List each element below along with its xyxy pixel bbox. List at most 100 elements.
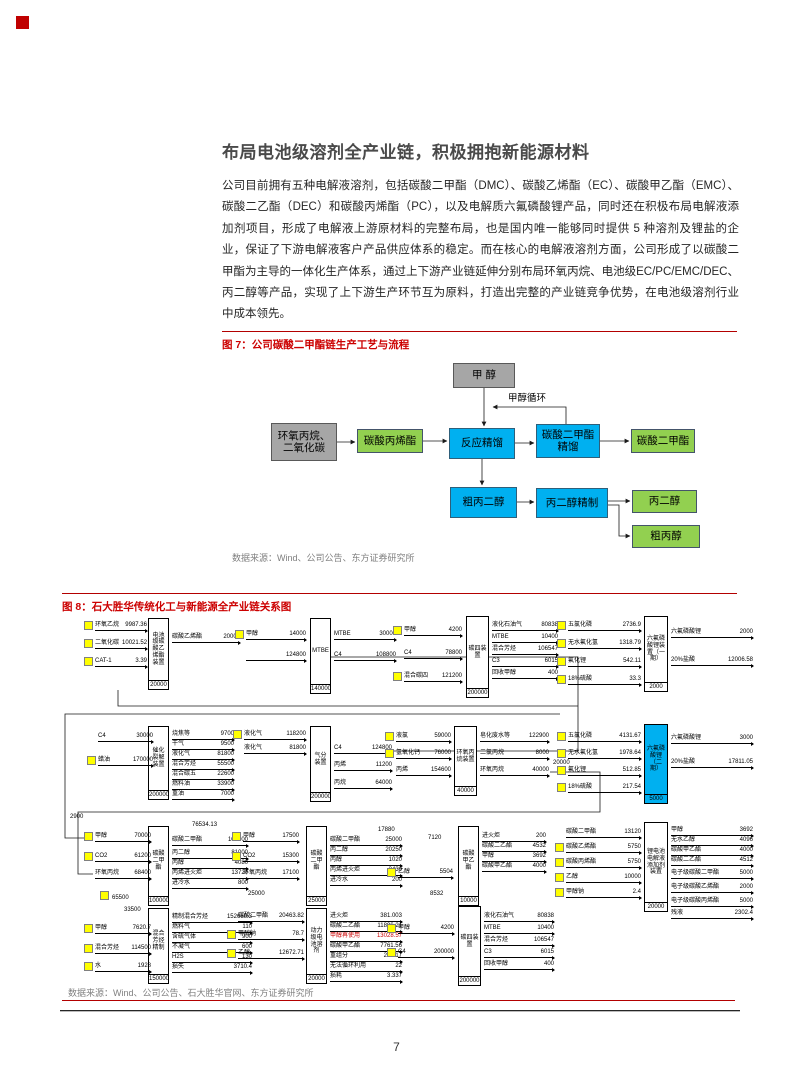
flow-label: C4	[98, 733, 106, 739]
figure8-misc-label-4: 17880	[378, 827, 395, 834]
flow-label: 碳酸乙烯酯	[172, 634, 203, 640]
figure8-unit-label: 碳酸甲乙酯	[462, 851, 475, 871]
flow-value: 200000	[433, 949, 454, 955]
flow-label: 混合碳五	[172, 771, 197, 777]
flow-value: 4000	[532, 863, 546, 869]
flow-value: 1928	[137, 963, 151, 969]
flow-value: 5750	[627, 844, 641, 850]
flow-label: 干气	[172, 741, 185, 747]
flow-value: 7000	[220, 791, 234, 797]
flow-label: 20%盐酸	[671, 759, 696, 765]
flow-label: C4	[404, 650, 412, 656]
flow-value: 9987.36	[125, 622, 147, 628]
flow-label: 六氟磷酸锂	[671, 629, 702, 635]
flow-label: CO2	[243, 853, 256, 859]
flow-label: 二氯丙烷	[480, 750, 505, 756]
figure8-unit-label: 电池级碳酸乙烯酯装置	[152, 632, 165, 666]
flow-value: 114500	[131, 945, 151, 951]
flow-label: 回收甲醇	[492, 670, 517, 676]
flow-label: 液化石油气	[492, 622, 523, 628]
figure8-unit-label: 六氟磷酸锂（二期）	[646, 745, 665, 773]
flow-value: 68400	[134, 870, 151, 876]
figure8-unit-capacity: 40000	[455, 786, 476, 795]
figure8-unit-capacity: 10000	[459, 896, 478, 904]
flow-label: 甲醇再使用	[330, 933, 361, 939]
flow-value: 512.85	[622, 767, 641, 773]
figure8-flow-34: 丙烯 11200	[334, 762, 393, 773]
flow-value: 40000	[532, 767, 549, 773]
figure8-unit-label: 气分装置	[314, 752, 327, 766]
flow-value: 13720	[231, 870, 248, 876]
flow-value: 542.11	[623, 658, 641, 664]
flow-label: 甲醇	[243, 833, 256, 839]
page-number: 7	[393, 1040, 400, 1054]
flow-label: 甲醇钠	[566, 889, 585, 895]
misc-label-text: 25000	[248, 891, 265, 897]
flow-value: 1020	[388, 857, 402, 863]
flow-value: 800	[237, 880, 248, 886]
flow-value: 9700	[220, 731, 234, 737]
flow-value: 200	[391, 877, 402, 883]
flow-label: 甲醇	[95, 925, 108, 931]
flow-value: 6015	[544, 658, 558, 664]
figure8-flow-59: 碳酸二甲酯 25000	[330, 837, 403, 848]
figure8-unit-capacity: 200000	[149, 790, 170, 798]
connector-line	[312, 656, 579, 752]
figure8-unit-label: 碳酸二甲酯	[152, 851, 165, 871]
flow-value: 81800	[289, 745, 306, 751]
flow-value: 2736.9	[622, 622, 641, 628]
flow-value: 9500	[220, 741, 234, 747]
flow-value: 217.54	[622, 784, 641, 790]
flow-label: 六氟磷酸锂	[671, 735, 702, 741]
figure7-top-rule	[222, 331, 737, 332]
flow-value: 5750	[627, 859, 641, 865]
flow-label: 液化气	[244, 731, 263, 737]
flow-value: 25000	[385, 837, 402, 843]
flow-value: 12006.58	[727, 657, 753, 663]
flow-label: 碳酸二甲酯	[330, 837, 361, 843]
flow-value: 5000	[739, 870, 753, 876]
flow-label: C4	[334, 652, 342, 658]
flow-label: 丙烷	[334, 780, 347, 786]
flow-value: 154600	[430, 767, 451, 773]
flow-label: 损失	[172, 964, 185, 970]
flow-label: 丙烯	[334, 762, 347, 768]
flow-label: 乙醇	[566, 874, 579, 880]
flow-value: 4512	[739, 857, 753, 863]
flow-value: 4080	[234, 860, 248, 866]
misc-label-text: 65500	[112, 895, 129, 901]
figure8-misc-label-7: 33500	[124, 907, 141, 914]
flow-value: 11200	[375, 762, 392, 768]
flow-label: 燃料油	[172, 781, 191, 787]
flow-label: 碳酸二乙酯	[671, 857, 702, 863]
